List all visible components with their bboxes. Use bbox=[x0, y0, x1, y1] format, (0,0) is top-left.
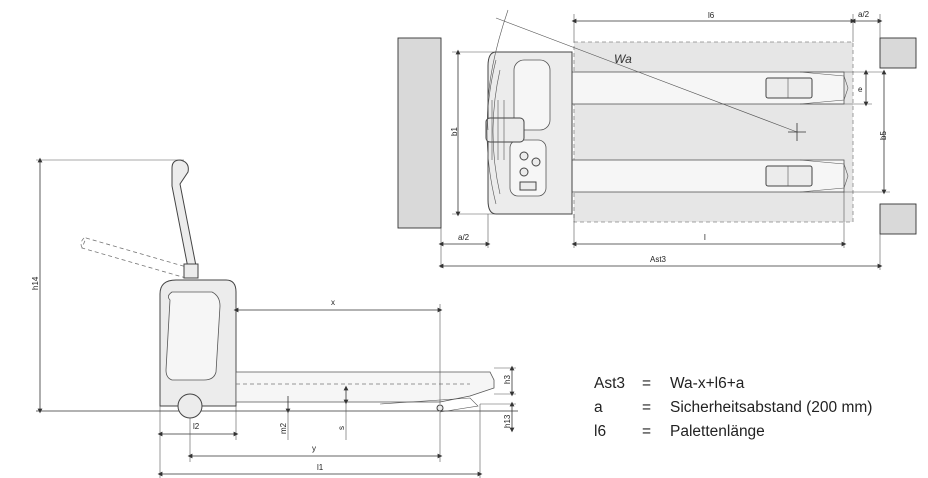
fork-top-roller bbox=[765, 77, 813, 99]
top-view: Wa l6 a/2 e b5 b1 a/2 l bbox=[397, 9, 917, 270]
left-wall-block bbox=[397, 37, 442, 229]
legend-equals: = bbox=[642, 375, 651, 392]
tiller-head-top bbox=[485, 117, 525, 143]
l1-label: l1 bbox=[317, 463, 324, 472]
b5-label: b5 bbox=[879, 131, 888, 140]
l-label: l bbox=[704, 233, 706, 242]
right-wall-block-bottom bbox=[879, 203, 917, 235]
h14-label: h14 bbox=[31, 276, 40, 290]
wa-label: Wa bbox=[614, 52, 632, 66]
l6-label: l6 bbox=[708, 11, 715, 20]
legend-term: l6 bbox=[594, 423, 606, 440]
swing-arc bbox=[487, 9, 509, 131]
legend-definition: Wa-x+l6+a bbox=[670, 375, 745, 392]
fork-bottom-roller bbox=[765, 165, 813, 187]
legend-term: a bbox=[594, 399, 603, 416]
a-half-bottom-label: a/2 bbox=[458, 233, 470, 242]
right-wall-block-top bbox=[879, 37, 917, 69]
tiller-arc bbox=[486, 59, 497, 205]
y-label: y bbox=[312, 444, 316, 453]
legend-definition: Palettenlänge bbox=[670, 423, 765, 440]
legend: Ast3 = Wa-x+l6+a a = Sicherheitsabstand … bbox=[594, 375, 872, 440]
ast3-label: Ast3 bbox=[650, 255, 667, 264]
h3-label: h3 bbox=[503, 375, 512, 384]
pallet-outline bbox=[573, 41, 854, 223]
a-half-top-label: a/2 bbox=[858, 10, 870, 19]
legend-definition: Sicherheitsabstand (200 mm) bbox=[670, 399, 872, 416]
legend-row: l6 = Palettenlänge bbox=[594, 423, 765, 440]
legend-term: Ast3 bbox=[594, 375, 625, 392]
h13-label: h13 bbox=[503, 414, 512, 428]
drive-wheel bbox=[177, 393, 203, 419]
fork-top-tip bbox=[799, 71, 849, 105]
legend-row: a = Sicherheitsabstand (200 mm) bbox=[594, 399, 872, 416]
tiller-upright bbox=[171, 159, 197, 269]
s-label: s bbox=[337, 426, 346, 430]
e-label: e bbox=[858, 85, 863, 94]
side-view: h14 x h3 h13 l2 m2 s y bbox=[31, 157, 518, 478]
l2-label: l2 bbox=[193, 422, 200, 431]
fork-side bbox=[235, 371, 495, 403]
wa-line bbox=[495, 17, 798, 133]
m2-label: m2 bbox=[279, 422, 288, 434]
x-label: x bbox=[331, 298, 335, 307]
legend-equals: = bbox=[642, 399, 651, 416]
legend-row: Ast3 = Wa-x+l6+a bbox=[594, 375, 745, 392]
b1-label: b1 bbox=[450, 127, 459, 136]
load-wheel bbox=[436, 404, 444, 412]
fork-bottom-tip bbox=[799, 159, 849, 193]
legend-equals: = bbox=[642, 423, 651, 440]
tiller-lowered-dashed bbox=[81, 237, 191, 279]
